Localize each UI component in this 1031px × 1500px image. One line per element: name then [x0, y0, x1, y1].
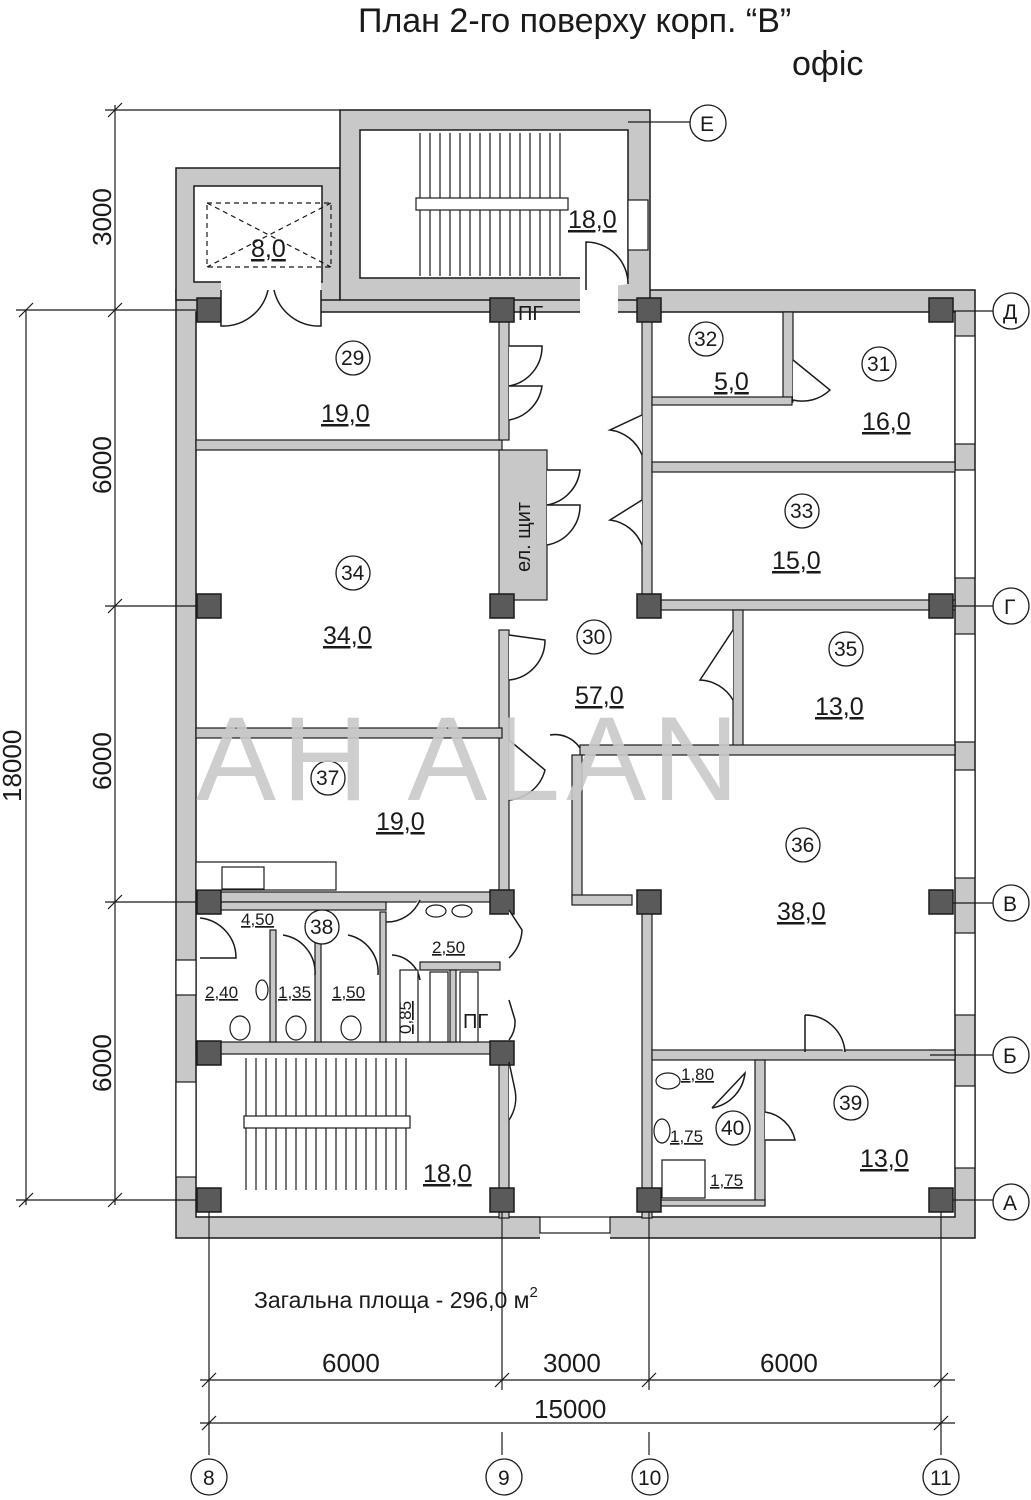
electrical-panel-label: ел. щит — [513, 502, 535, 572]
area-40-shower: 1,75 — [710, 1171, 743, 1190]
total-area-text: Загальна площа - 296,0 м — [254, 1287, 529, 1313]
area-33: 15,0 — [772, 547, 821, 575]
room-number-35: 35 — [834, 638, 857, 661]
room-number-31: 31 — [867, 353, 890, 376]
area-35: 13,0 — [815, 693, 864, 721]
plan-subtitle: офіс — [792, 45, 863, 83]
area-wc-3: 1,50 — [332, 983, 365, 1002]
dim-bottom-1: 6000 — [322, 1348, 380, 1378]
axis-number-11: 11 — [930, 1467, 952, 1490]
room-number-29: 29 — [341, 347, 364, 370]
dim-bottom-3: 6000 — [760, 1348, 818, 1378]
area-stair-bottom: 18,0 — [423, 1160, 472, 1188]
room-number-40: 40 — [721, 1117, 744, 1140]
area-wc-1: 2,40 — [205, 983, 238, 1002]
axis-letter-E: Е — [700, 113, 714, 136]
dimension-lines — [16, 102, 994, 1455]
area-31: 16,0 — [862, 408, 911, 436]
axis-letter-D: Д — [1003, 301, 1017, 324]
area-36: 38,0 — [777, 898, 826, 926]
dim-left-total: 18000 — [0, 730, 27, 802]
dim-bottom-2: 3000 — [543, 1348, 601, 1378]
area-elevator: 8,0 — [251, 235, 286, 263]
columns — [196, 297, 954, 1213]
area-stair-top: 18,0 — [568, 206, 617, 234]
dim-bottom-total: 15000 — [534, 1394, 606, 1424]
room-number-30: 30 — [582, 626, 605, 649]
room-number-37: 37 — [316, 767, 339, 790]
room-circles — [304, 321, 897, 1146]
room-number-32: 32 — [694, 328, 717, 351]
axis-number-9: 9 — [498, 1467, 510, 1490]
axis-letter-A: А — [1003, 1192, 1017, 1215]
sanitary-fixtures — [195, 861, 706, 1199]
area-29: 19,0 — [321, 400, 370, 428]
interior-walls — [195, 311, 956, 1219]
area-wc-2: 1,35 — [278, 983, 311, 1002]
plan-title: План 2-го поверху корп. “B” — [358, 2, 791, 40]
room-number-39: 39 — [839, 1092, 862, 1115]
axis-number-8: 8 — [203, 1467, 215, 1490]
total-area-superscript: 2 — [529, 1284, 537, 1301]
doors — [199, 241, 846, 1141]
area-wash: 2,50 — [432, 938, 465, 957]
stair-top — [415, 133, 569, 276]
room-number-33: 33 — [790, 500, 813, 523]
stair-bottom — [243, 1058, 411, 1190]
axis-bubbles — [190, 104, 1030, 1496]
room-number-36: 36 — [791, 834, 814, 857]
hydrant-label-top: ПГ — [518, 303, 543, 325]
axis-letter-B: Б — [1003, 1045, 1017, 1068]
hydrant-label-bottom: ПГ — [463, 1011, 488, 1033]
room-number-34: 34 — [341, 562, 365, 585]
dim-left-2: 6000 — [87, 436, 117, 494]
area-39: 13,0 — [860, 1145, 909, 1173]
dim-left-1: 3000 — [87, 188, 117, 246]
room-number-38: 38 — [310, 916, 333, 939]
dim-left-4: 6000 — [87, 1034, 117, 1092]
elevator-shaft — [206, 202, 332, 268]
area-closet: 0,85 — [396, 1001, 415, 1034]
windows-right — [175, 199, 976, 1234]
area-40-wc: 1,80 — [681, 1065, 714, 1084]
area-38: 4,50 — [241, 910, 274, 929]
axis-letter-G: Г — [1004, 596, 1015, 619]
area-30: 57,0 — [575, 682, 624, 710]
total-area: Загальна площа - 296,0 м2 — [254, 1284, 538, 1313]
dim-left-3: 6000 — [87, 732, 117, 790]
area-37: 19,0 — [376, 808, 425, 836]
area-40-wash: 1,75 — [670, 1127, 703, 1146]
axis-letter-V: В — [1003, 893, 1017, 916]
area-32: 5,0 — [714, 368, 749, 396]
watermark: AH ALAN — [196, 692, 745, 826]
axis-number-10: 10 — [638, 1467, 661, 1490]
area-34: 34,0 — [323, 622, 372, 650]
